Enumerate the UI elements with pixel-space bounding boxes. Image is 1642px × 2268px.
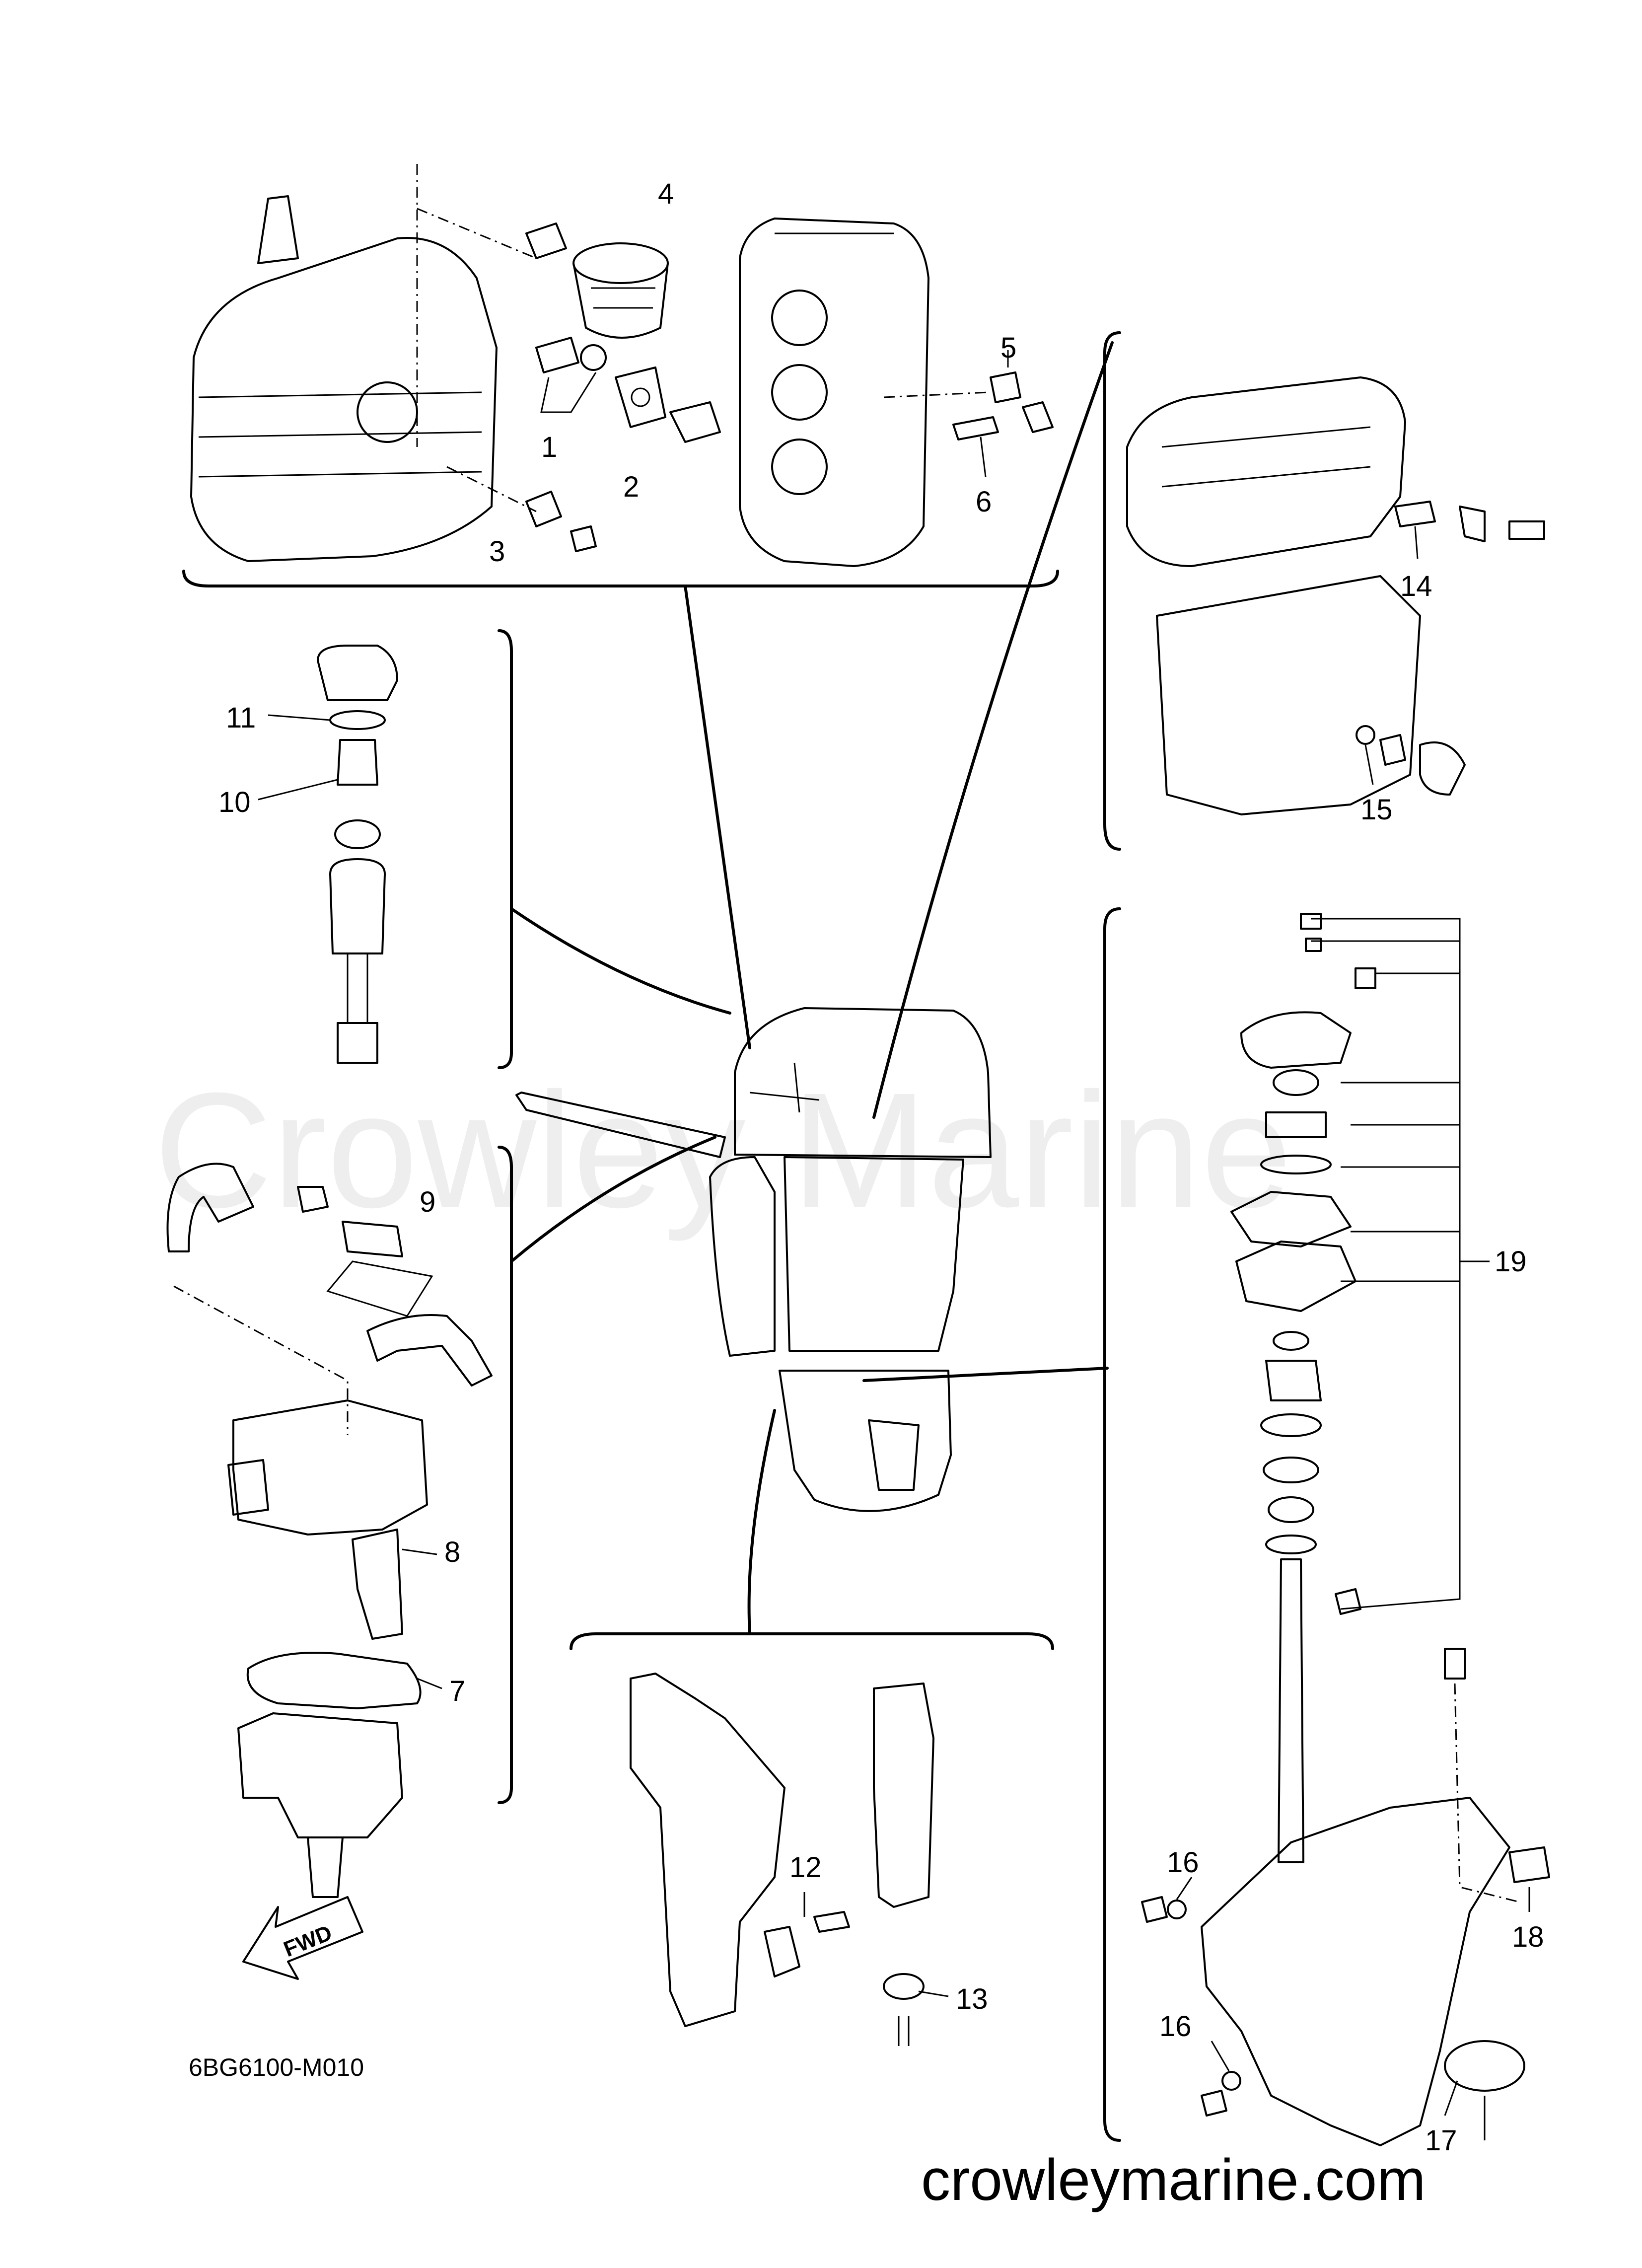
part-4-oil-filter (525, 222, 669, 339)
section-brackets (182, 331, 1121, 2142)
callout-13: 13 (956, 1983, 988, 2015)
website-text: crowleymarine.com (921, 2147, 1426, 2213)
fwd-label: FWD (280, 1920, 335, 1962)
carburetor-section (166, 1163, 493, 1898)
callout-12: 12 (789, 1851, 822, 1884)
outboard-motor-outline (515, 1007, 992, 1512)
watermark-text: Crowley Marine (154, 1058, 1292, 1243)
part-13-bush (883, 1973, 925, 2000)
part-11-o-ring (329, 710, 386, 730)
cylinder-head (739, 218, 929, 567)
callout-16-upper: 16 (1167, 1846, 1199, 1879)
callout-7: 7 (449, 1675, 465, 1707)
fwd-arrow: FWD (242, 1896, 363, 1980)
callout-8: 8 (444, 1536, 460, 1568)
part-9-fuel-joint (342, 1221, 403, 1257)
part-14-plate (1394, 501, 1436, 527)
callout-labels: 1 2 3 4 5 6 7 8 9 10 11 12 13 14 15 16 1… (218, 178, 1544, 2157)
drive-shaft (1278, 1558, 1304, 1863)
exhaust-guide-section (1126, 376, 1545, 815)
callout-11: 11 (226, 702, 256, 734)
callout-2: 2 (623, 471, 639, 503)
callout-3: 3 (489, 535, 505, 568)
fuel-filter-section (258, 645, 398, 1064)
callout-18: 18 (1512, 1921, 1544, 1953)
callout-15: 15 (1360, 794, 1393, 826)
impeller (1265, 1111, 1327, 1138)
callout-6: 6 (976, 486, 992, 518)
callout-9: 9 (420, 1186, 435, 1218)
part-15-washer (1356, 725, 1375, 745)
callout-5: 5 (1000, 332, 1016, 364)
part-12-plate (764, 1926, 800, 1977)
callout-10: 10 (218, 786, 251, 818)
bracket-section (630, 1673, 949, 2046)
powerhead-section (190, 164, 1054, 567)
gear-case (1201, 1797, 1510, 2146)
part-7-gasket (246, 1652, 422, 1709)
lower-unit-section (1141, 913, 1550, 2146)
part-8-gasket (352, 1529, 403, 1640)
section-leaders (510, 341, 1114, 1635)
callout-19: 19 (1495, 1245, 1527, 1278)
figure-code: 6BG6100-M010 (189, 2053, 364, 2081)
part-10-filter-element (337, 739, 378, 786)
callout-14: 14 (1400, 570, 1432, 602)
part-19-bracket-line (1311, 918, 1490, 1610)
crankcase-block (190, 237, 498, 562)
pump-housing (1240, 1011, 1352, 1069)
callout-1: 1 (541, 431, 557, 463)
part-17-anode-plate (1444, 2040, 1525, 2092)
callout-17: 17 (1425, 2124, 1457, 2157)
callout-16-lower: 16 (1159, 2010, 1192, 2043)
part-18-anode (1508, 1846, 1550, 1883)
callout-4: 4 (658, 178, 674, 210)
